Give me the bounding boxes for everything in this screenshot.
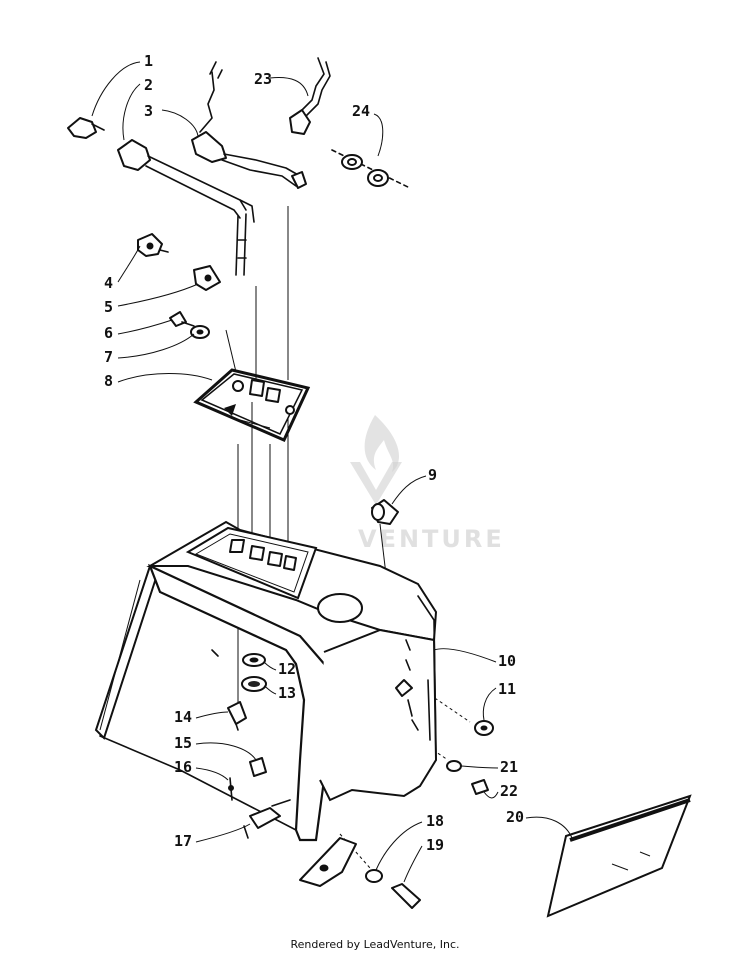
callout-19: 19 [426, 836, 444, 854]
part-11-washer [474, 720, 494, 736]
callout-20: 20 [506, 808, 524, 826]
part-6-screw [169, 311, 195, 327]
callout-2: 2 [144, 76, 153, 94]
callout-11: 11 [498, 680, 516, 698]
part-10-hood [94, 520, 438, 842]
callout-24: 24 [352, 102, 370, 120]
watermark-v-icon [350, 462, 402, 505]
callout-3: 3 [144, 102, 153, 120]
callout-14: 14 [174, 708, 192, 726]
part-16-pin [228, 777, 234, 801]
callout-labels: 1 2 3 23 24 4 5 6 7 8 9 10 11 12 13 14 1… [104, 52, 524, 854]
callout-21: 21 [500, 758, 518, 776]
callout-7: 7 [104, 348, 113, 366]
callout-4: 4 [104, 274, 113, 292]
callout-15: 15 [174, 734, 192, 752]
callout-10: 10 [498, 652, 516, 670]
callout-8: 8 [104, 372, 113, 390]
part-21-washer [446, 760, 462, 772]
callout-1: 1 [144, 52, 153, 70]
part-9-bushing [371, 499, 399, 525]
callout-5: 5 [104, 298, 113, 316]
watermark-flame-icon [364, 415, 400, 472]
part-4-cap [137, 233, 169, 257]
watermark-text: VENTURE [358, 525, 505, 553]
callout-22: 22 [500, 782, 518, 800]
part-12-grommet [242, 653, 266, 667]
part-7-washer [190, 325, 210, 339]
part-lower-plate [299, 837, 357, 887]
callout-16: 16 [174, 758, 192, 776]
callout-17: 17 [174, 832, 192, 850]
part-key-switch-harness [67, 61, 307, 276]
callout-9: 9 [428, 466, 437, 484]
callout-12: 12 [278, 660, 296, 678]
footer-credit: Rendered by LeadVenture, Inc. [290, 938, 460, 951]
part-13-nut [241, 676, 267, 692]
part-14-switch [227, 701, 247, 731]
part-24-nut [331, 149, 411, 189]
callout-6: 6 [104, 324, 113, 342]
part-19-bolt [391, 883, 421, 909]
part-17-bracket [243, 799, 291, 839]
part-23-connector [289, 57, 331, 135]
watermark: VENTURE [350, 415, 505, 553]
callout-18: 18 [426, 812, 444, 830]
leader-lines [91, 61, 573, 883]
part-20-flap [546, 794, 692, 918]
callout-13: 13 [278, 684, 296, 702]
part-22-screw [471, 779, 489, 795]
part-15-clip [249, 757, 267, 777]
part-18-washer [365, 869, 383, 883]
part-5-switch [193, 265, 221, 291]
callout-23: 23 [254, 70, 272, 88]
